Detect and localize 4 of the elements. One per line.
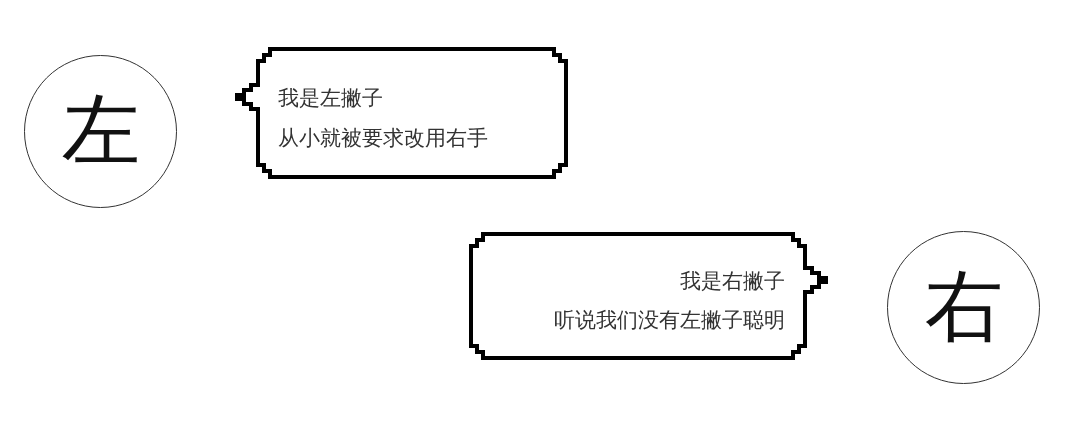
bubble-text: 听说我们没有左撇子聪明 (554, 307, 785, 333)
bubble-text: 我是左撇子 (278, 85, 383, 111)
bubble-text: 我是右撇子 (680, 268, 785, 294)
bubble-text: 从小就被要求改用右手 (278, 125, 488, 151)
